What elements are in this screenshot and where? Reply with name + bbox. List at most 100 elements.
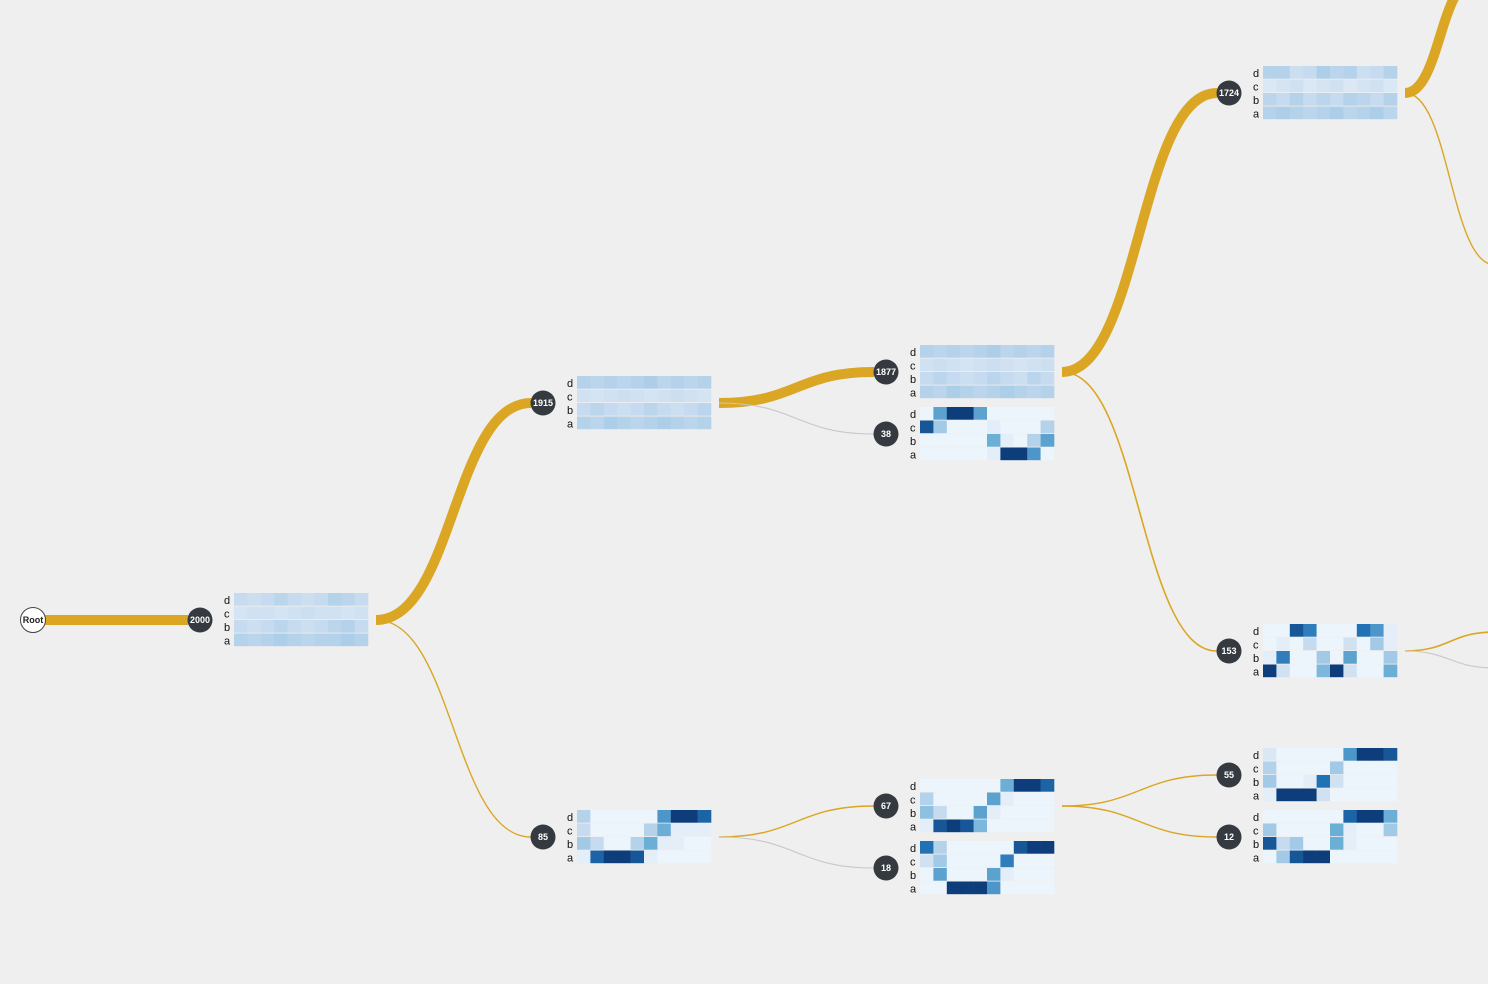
node-circle[interactable] [1216,638,1242,664]
heat-cell [287,633,302,647]
heat-cell [1040,385,1055,399]
heat-cell [1370,651,1384,664]
heat-cell [920,779,934,792]
heat-cell [1027,447,1041,461]
heat-cell [1343,664,1358,678]
heat-cell [1370,79,1384,93]
heat-cell [301,620,315,633]
heat-cell [1263,651,1277,664]
heat-row-label: d [567,812,573,824]
heat-cell [577,810,591,823]
heat-cell [234,633,248,647]
node-circle[interactable] [873,421,899,447]
heat-cell [960,841,974,854]
heat-cell [1289,788,1304,802]
heat-cell [1289,93,1304,106]
heat-cell [274,633,288,647]
heat-cell [933,358,948,372]
heat-cell [987,779,1001,792]
node-n85[interactable]: 85 [530,824,556,850]
heat-cell [590,823,605,837]
root-node-label: Root [23,615,44,625]
node-n12[interactable]: 12 [1216,824,1242,850]
node-n1915[interactable]: 1915 [530,390,556,416]
node-circle[interactable] [1216,80,1242,106]
heat-cell [644,810,658,823]
heat-cell [247,593,262,606]
node-root[interactable]: Root [20,607,46,633]
node-n2000[interactable]: 2000 [187,607,213,633]
node-circle[interactable] [187,607,213,633]
node-count-label: 38 [881,429,891,439]
heat-cell [314,593,329,606]
heat-cell [1383,624,1398,637]
heat-cell [1303,850,1317,864]
node-circle[interactable] [873,793,899,819]
heat-cell [920,819,934,833]
node-n153[interactable]: 153 [1216,638,1242,664]
heat-cell [1303,810,1317,823]
node-circle[interactable] [873,855,899,881]
heat-cell [354,633,369,647]
heat-cell [1013,407,1028,420]
heat-cell [1303,823,1317,837]
node-count-label: 18 [881,863,891,873]
heat-cell [1000,447,1015,461]
heat-cell [1356,775,1371,788]
heat-cell [960,819,974,833]
heat-row-label: a [910,449,917,461]
heat-cell [1276,106,1291,120]
heat-cell [946,420,961,434]
heat-cell [670,416,685,430]
node-circle[interactable] [1216,824,1242,850]
heat-cell [684,837,698,850]
heat-cell [1303,837,1317,850]
link-n153-offscreen-low [1404,631,1488,652]
heat-cell [1330,106,1344,120]
heat-cell [1263,66,1277,79]
heat-cell [933,385,948,399]
heat-cell [987,806,1001,819]
heat-cell [617,837,631,850]
heat-cell [274,606,288,620]
node-heatmaps: dcbadcbadcbadcbadcbadcbadcbadcbadcbadcba… [224,66,1398,895]
heat-cell [1289,761,1304,775]
heat-cell [1263,810,1277,823]
heat-cell [973,345,988,358]
heat-row-label: a [1253,790,1260,802]
heat-cell [1040,434,1055,447]
heat-cell [973,372,988,385]
heat-row-label: a [910,821,917,833]
heat-cell [287,620,302,633]
heat-cell [1040,819,1055,833]
heat-cell [987,881,1001,895]
node-n1724[interactable]: 1724 [1216,80,1242,106]
heat-cell [973,434,988,447]
heat-cell [301,606,315,620]
heat-cell [1356,837,1371,850]
heat-cell [577,389,591,403]
node-n18[interactable]: 18 [873,855,899,881]
node-n67[interactable]: 67 [873,793,899,819]
heat-cell [1040,841,1055,854]
heat-cell [1356,748,1371,761]
heat-row-label: a [1253,852,1260,864]
node-n1877[interactable]: 1877 [873,359,899,385]
heat-cell [973,385,988,399]
link-n67-n55 [1061,774,1218,807]
root-node-circle[interactable] [20,607,46,633]
node-n38[interactable]: 38 [873,421,899,447]
node-circle[interactable] [530,824,556,850]
node-circle[interactable] [873,359,899,385]
heat-cell [1027,407,1041,420]
heat-cell [1000,868,1015,881]
node-circle[interactable] [1216,762,1242,788]
node-n55[interactable]: 55 [1216,762,1242,788]
heat-cell [973,779,988,792]
heat-cell [684,389,698,403]
heat-cell [1263,106,1277,120]
heat-cell [920,854,934,868]
node-circle[interactable] [530,390,556,416]
